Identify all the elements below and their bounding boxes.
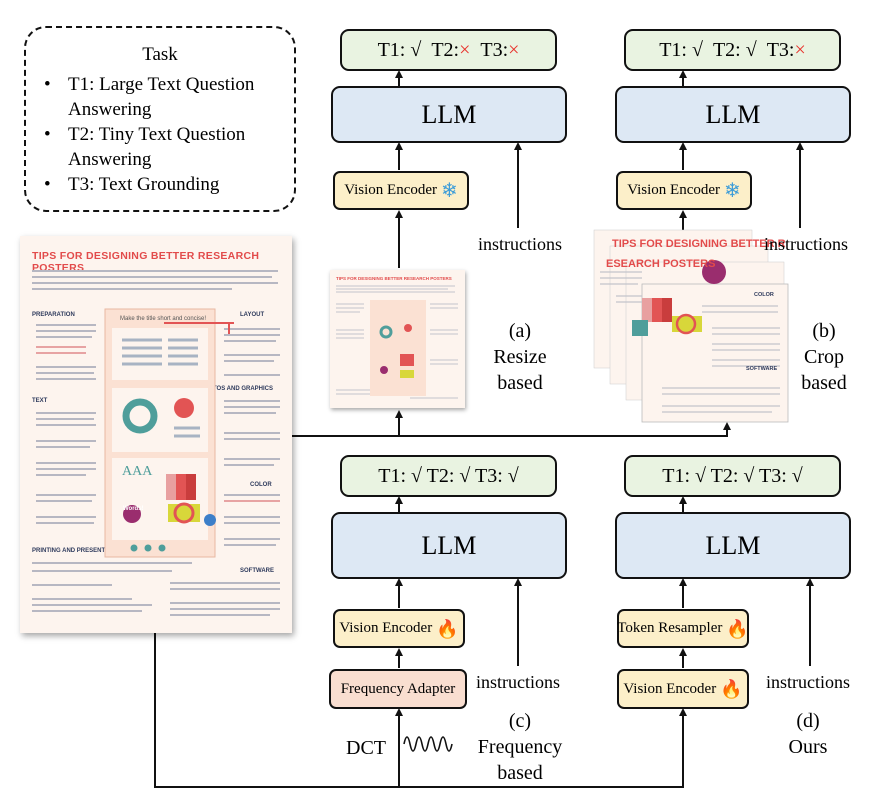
person-icon — [204, 514, 216, 526]
task-title: Task — [142, 44, 178, 65]
words-badge: Words! — [123, 506, 144, 512]
snowflake-icon: ❄ — [724, 179, 741, 202]
cropped-poster-stack — [593, 229, 789, 423]
fire-icon: 🔥 — [720, 679, 743, 699]
poster-section-label: TEXT — [32, 398, 48, 404]
arrow-poster-to-resize — [292, 410, 403, 437]
frequency-adapter-box: Frequency Adapter — [329, 669, 467, 709]
arrow-poster-to-crop — [399, 422, 731, 437]
snowflake-icon: ❄ — [441, 179, 458, 202]
font-sample-text: AAA — [122, 464, 153, 479]
poster-section-label: PREPARATION — [32, 312, 75, 318]
task-box: Task T1: Large Text Question Answering T… — [24, 26, 296, 212]
poster-section-label: SOFTWARE — [240, 568, 274, 574]
llm-box-a: LLM — [331, 86, 567, 143]
result-box-d: T1: √ T2: √ T3: √ — [624, 455, 841, 497]
dct-wave-icon — [403, 736, 453, 752]
vision-encoder-box-d: Vision Encoder🔥 — [617, 669, 749, 709]
llm-box-b: LLM — [615, 86, 851, 143]
instructions-label-c: instructions — [476, 672, 560, 692]
crop-software-label: SOFTWARE — [746, 366, 778, 372]
small-poster-title: TIPS FOR DESIGNING BETTER RESEARCH POSTE… — [336, 276, 452, 281]
inner-poster-mockup — [104, 308, 216, 558]
result-box-b: T1: √ T2: √ T3:× — [624, 29, 841, 71]
instructions-label-d: instructions — [766, 672, 850, 692]
crop-title-text: TIPS FOR DESIGNING BETTER R — [612, 238, 786, 250]
resized-poster-image: TIPS FOR DESIGNING BETTER RESEARCH POSTE… — [330, 270, 465, 408]
poster-section-label: PRINTING AND PRESENTING — [32, 548, 116, 554]
poster-section-label: COLOR — [250, 482, 272, 488]
llm-box-c: LLM — [331, 512, 567, 579]
token-resampler-box: Token Resampler🔥 — [617, 609, 749, 648]
cross-mark: × — [508, 38, 520, 61]
fire-icon: 🔥 — [436, 618, 459, 639]
inner-poster-heading: Make the title short and concise! — [120, 316, 207, 322]
instructions-label-a: instructions — [478, 234, 562, 254]
panel-label-d: (d)Ours — [788, 710, 828, 758]
task-item: T2: Tiny Text Question Answering — [40, 122, 294, 172]
vision-encoder-box-a: Vision Encoder❄ — [333, 171, 469, 210]
research-poster-image: TIPS FOR DESIGNING BETTER RESEARCH POSTE… — [20, 236, 292, 633]
task-item: T1: Large Text Question Answering — [40, 72, 294, 122]
cross-mark: × — [459, 38, 471, 61]
task-item: T3: Text Grounding — [40, 172, 294, 197]
arrow-poster-to-ours — [154, 633, 687, 788]
result-box-a: T1: √ T2:× T3:× — [340, 29, 557, 71]
task-list: T1: Large Text Question Answering T2: Ti… — [40, 72, 294, 197]
crop-title-text-2: ESEARCH POSTERS — [606, 258, 716, 270]
result-box-c: T1: √ T2: √ T3: √ — [340, 455, 557, 497]
vision-encoder-box-c: Vision Encoder🔥 — [333, 609, 465, 648]
dct-label: DCT — [346, 737, 386, 759]
poster-section-label: PHOTOS AND GRAPHICS — [200, 386, 274, 392]
poster-section-label: LAYOUT — [240, 312, 265, 318]
llm-box-d: LLM — [615, 512, 851, 579]
fire-icon: 🔥 — [726, 618, 749, 639]
cross-mark: × — [794, 38, 806, 61]
instructions-label-b: instructions — [764, 234, 848, 254]
vision-encoder-box-b: Vision Encoder❄ — [616, 171, 752, 210]
crop-color-label: COLOR — [754, 292, 774, 298]
